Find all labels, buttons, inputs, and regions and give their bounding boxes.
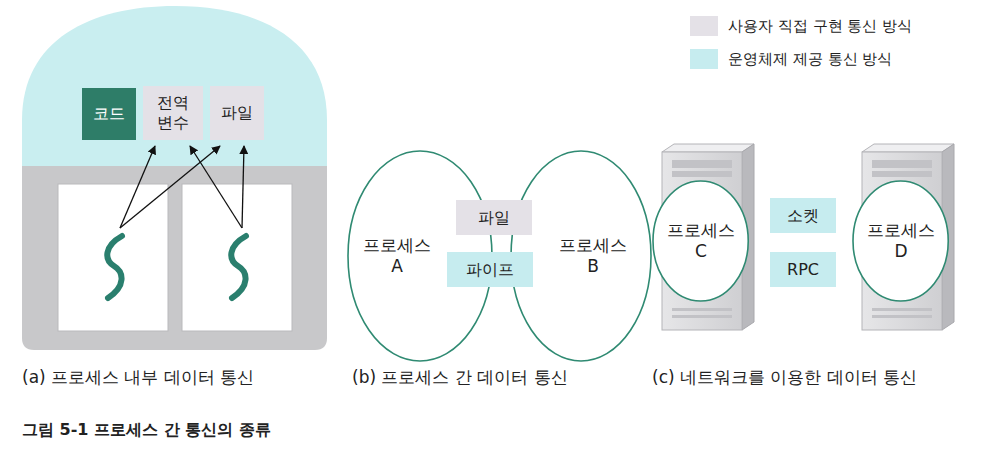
file-box: 파일 — [210, 86, 264, 140]
drive-bay — [872, 160, 932, 168]
vent — [672, 315, 732, 318]
server-top — [862, 144, 954, 152]
node-label: 전역 변수 — [152, 93, 194, 133]
code-box: 코드 — [82, 88, 136, 140]
legend-text: 사용자 직접 구현 통신 방식 — [728, 17, 912, 36]
legend-swatch — [690, 49, 718, 69]
vent — [872, 308, 932, 311]
node-label: 파일 — [478, 208, 510, 228]
global-variable-box: 전역 변수 — [143, 86, 203, 140]
node-label: 프로세스 B — [556, 235, 631, 278]
thread-box — [58, 184, 168, 331]
legend-swatch — [690, 16, 718, 36]
access-arrow — [120, 146, 155, 228]
node-label: 프로세스 A — [360, 235, 435, 278]
legend-row: 사용자 직접 구현 통신 방식 — [690, 16, 912, 36]
drive-bay — [672, 160, 732, 168]
node-label: 소켓 — [787, 206, 819, 226]
file-box: 파일 — [456, 200, 532, 235]
node-label: 프로세스 D — [864, 220, 939, 263]
legend-text: 운영체제 제공 통신 방식 — [728, 50, 892, 69]
drive-bay — [672, 171, 732, 177]
access-arrow — [190, 146, 242, 228]
process-ellipse: 프로세스 D — [852, 180, 949, 302]
dome-bottom — [0, 166, 340, 366]
process-dome — [0, 0, 340, 366]
vent — [672, 308, 732, 311]
node-label: 파이프 — [466, 260, 514, 280]
sub-caption: (a) 프로세스 내부 데이터 통신 — [22, 366, 254, 389]
socket-box: 소켓 — [770, 198, 836, 233]
legend-row: 운영체제 제공 통신 방식 — [690, 49, 892, 69]
access-arrow — [242, 146, 244, 228]
ellipse-outline — [511, 151, 651, 361]
thread-box — [182, 184, 292, 331]
vent — [872, 315, 932, 318]
ellipse-outline — [653, 181, 748, 301]
pipe-box: 파이프 — [447, 252, 533, 287]
sub-caption: (c) 네트워크를 이용한 데이터 통신 — [652, 366, 917, 389]
access-arrow — [120, 146, 220, 228]
server-top — [662, 144, 754, 152]
node-label: 파일 — [221, 103, 253, 123]
dome-top — [0, 0, 340, 166]
node-label: 프로세스 C — [664, 220, 739, 263]
access-arrows — [120, 146, 244, 228]
node-label: 코드 — [93, 104, 125, 124]
thread-squiggle — [107, 236, 122, 298]
process-ellipse: 프로세스 C — [652, 180, 749, 302]
ellipse-outline — [853, 181, 948, 301]
rpc-box: RPC — [770, 252, 836, 287]
figure-caption: 그림 5-1 프로세스 간 통신의 종류 — [22, 420, 271, 441]
drive-bay — [872, 171, 932, 177]
node-label: RPC — [787, 260, 819, 280]
thread-squiggle — [231, 236, 246, 298]
sub-caption: (b) 프로세스 간 데이터 통신 — [352, 366, 568, 389]
